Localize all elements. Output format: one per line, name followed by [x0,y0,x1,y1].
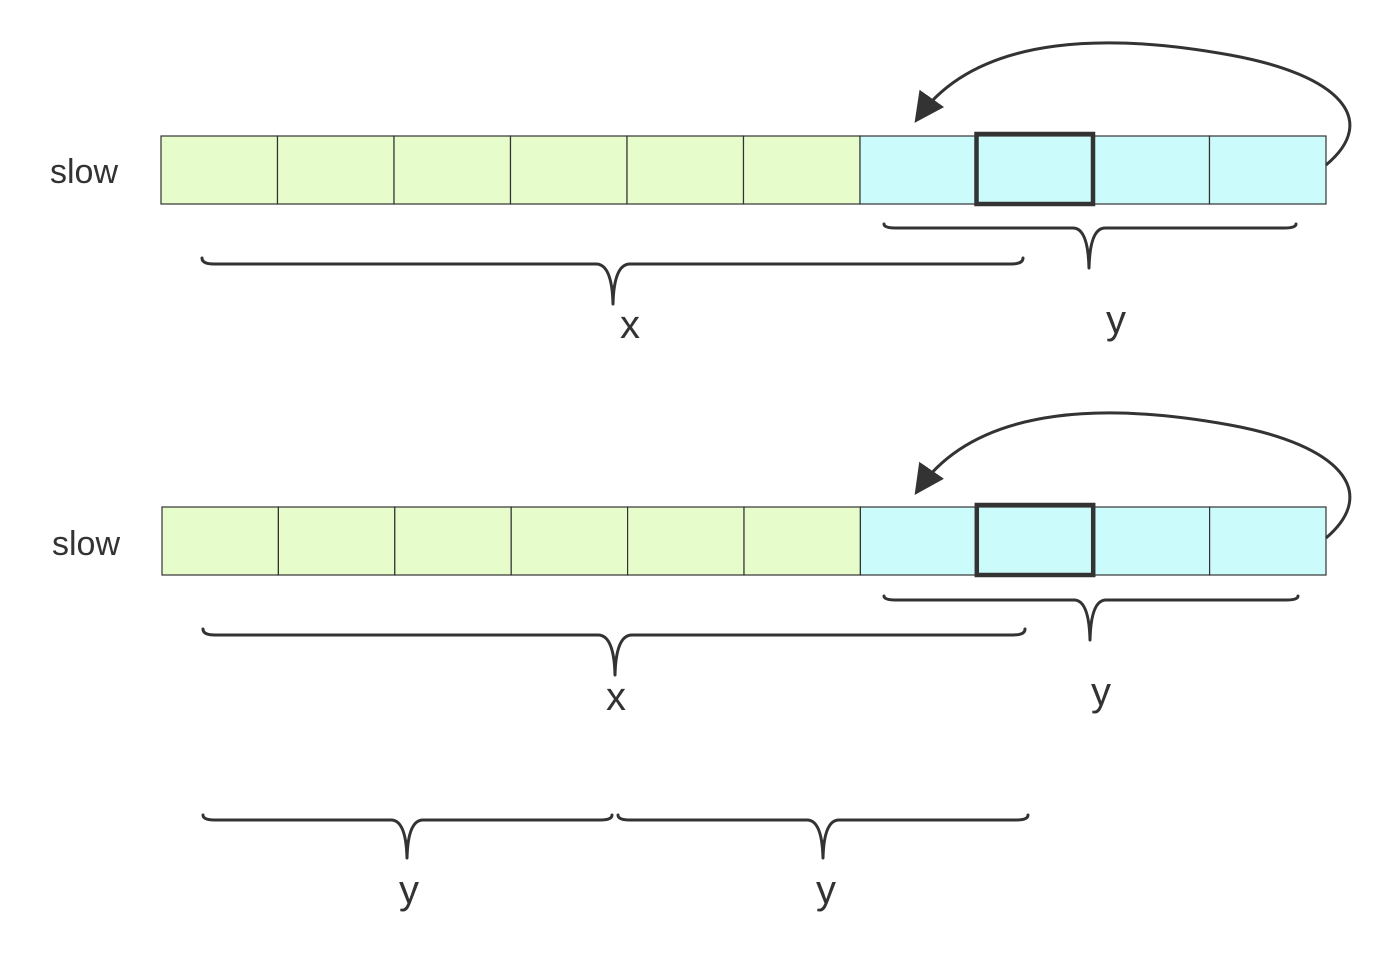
row-2-brace-y [882,594,1300,642]
prefix-node-1-6 [742,135,861,205]
split-brace-left [201,813,614,860]
row-2-brace-x [201,627,1027,677]
row-2-brace-x-label: x [606,675,626,719]
row-1-brace-y [882,222,1298,270]
cycle-node-2-7 [859,506,978,576]
row-2: slow x y [52,411,1352,719]
split-brace-right [616,813,1030,860]
prefix-node-2-6 [743,506,862,576]
meeting-node-1 [974,131,1096,207]
split-braces: y y [201,813,1030,912]
split-brace-left-label: y [399,868,419,912]
cycle-node-1-9 [1092,135,1211,205]
prefix-node-1-4 [509,135,628,205]
prefix-node-2-3 [394,506,512,576]
cycle-node-1-10 [1208,135,1327,205]
cycle-node-2-9 [1092,506,1211,576]
prefix-node-1-5 [626,135,745,205]
prefix-node-1-3 [393,135,512,205]
prefix-node-2-4 [510,506,629,576]
split-brace-right-label: y [816,868,836,912]
prefix-node-1-1 [160,135,279,205]
row-1-brace-x [200,256,1025,306]
prefix-node-2-1 [161,506,280,576]
row-2-brace-y-label: y [1091,670,1111,714]
prefix-node-2-5 [626,506,745,576]
prefix-node-2-2 [277,506,396,576]
cycle-node-1-8 [975,135,1094,205]
row-2-label: slow [52,525,120,563]
row-1-cycle-arrow [914,41,1352,167]
row-1: slow x y [50,41,1352,347]
meeting-node-2 [974,502,1096,578]
cycle-node-1-7 [859,135,978,205]
row-1-cells [160,131,1327,207]
row-2-cycle-arrow [914,411,1352,540]
row-1-brace-x-label: x [620,303,640,347]
cycle-node-2-8 [976,506,1094,576]
row-2-cells [161,502,1327,578]
row-1-label: slow [50,153,118,191]
prefix-node-1-2 [276,135,395,205]
row-1-brace-y-label: y [1106,298,1126,342]
cycle-node-2-10 [1208,506,1327,576]
